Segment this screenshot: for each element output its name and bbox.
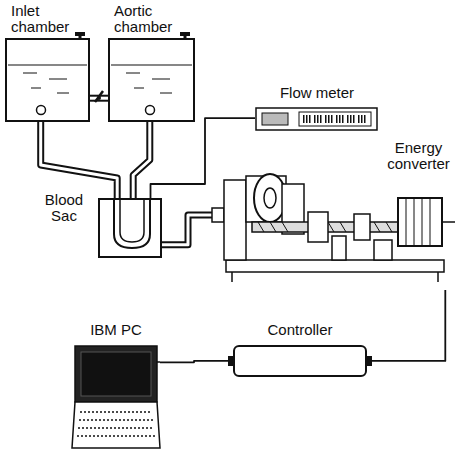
tube-connector [162,215,212,245]
part-label: Controller [234,322,366,338]
energy-converter: Energy converter [212,140,455,290]
ibm-pc: IBM PC [72,322,160,452]
tube-wall [133,122,150,198]
inlet-chamber: Inlet chamber [5,3,90,122]
ibm-pc-drawing [72,322,160,452]
tube-bore [133,122,150,198]
signal-wire [160,361,228,362]
part-label: IBM PC [72,322,160,338]
part-label: Flow meter [265,85,369,101]
blood-sac-drawing [100,200,164,260]
tube-wall [162,215,212,245]
tube-bore [162,215,212,245]
tube-wall [41,122,118,198]
wire-line [160,361,228,362]
valve-symbol [95,91,103,102]
blood-sac: Blood Sac [98,198,162,258]
tube-connector [133,122,150,198]
wire-line [372,290,445,361]
tube-bore [90,97,108,100]
controller-box: Controller [228,322,372,380]
flow-meter: Flow meter [255,85,378,131]
aortic-chamber: Aortic chamber [108,3,195,122]
part-label: Aortic chamber [114,3,178,35]
tube-bore [41,122,118,198]
signal-wire [372,290,445,361]
part-label: Inlet chamber [11,3,75,35]
tube-connector [41,122,118,198]
part-label: Energy converter [382,140,455,172]
part-label: Blood Sac [38,192,90,224]
